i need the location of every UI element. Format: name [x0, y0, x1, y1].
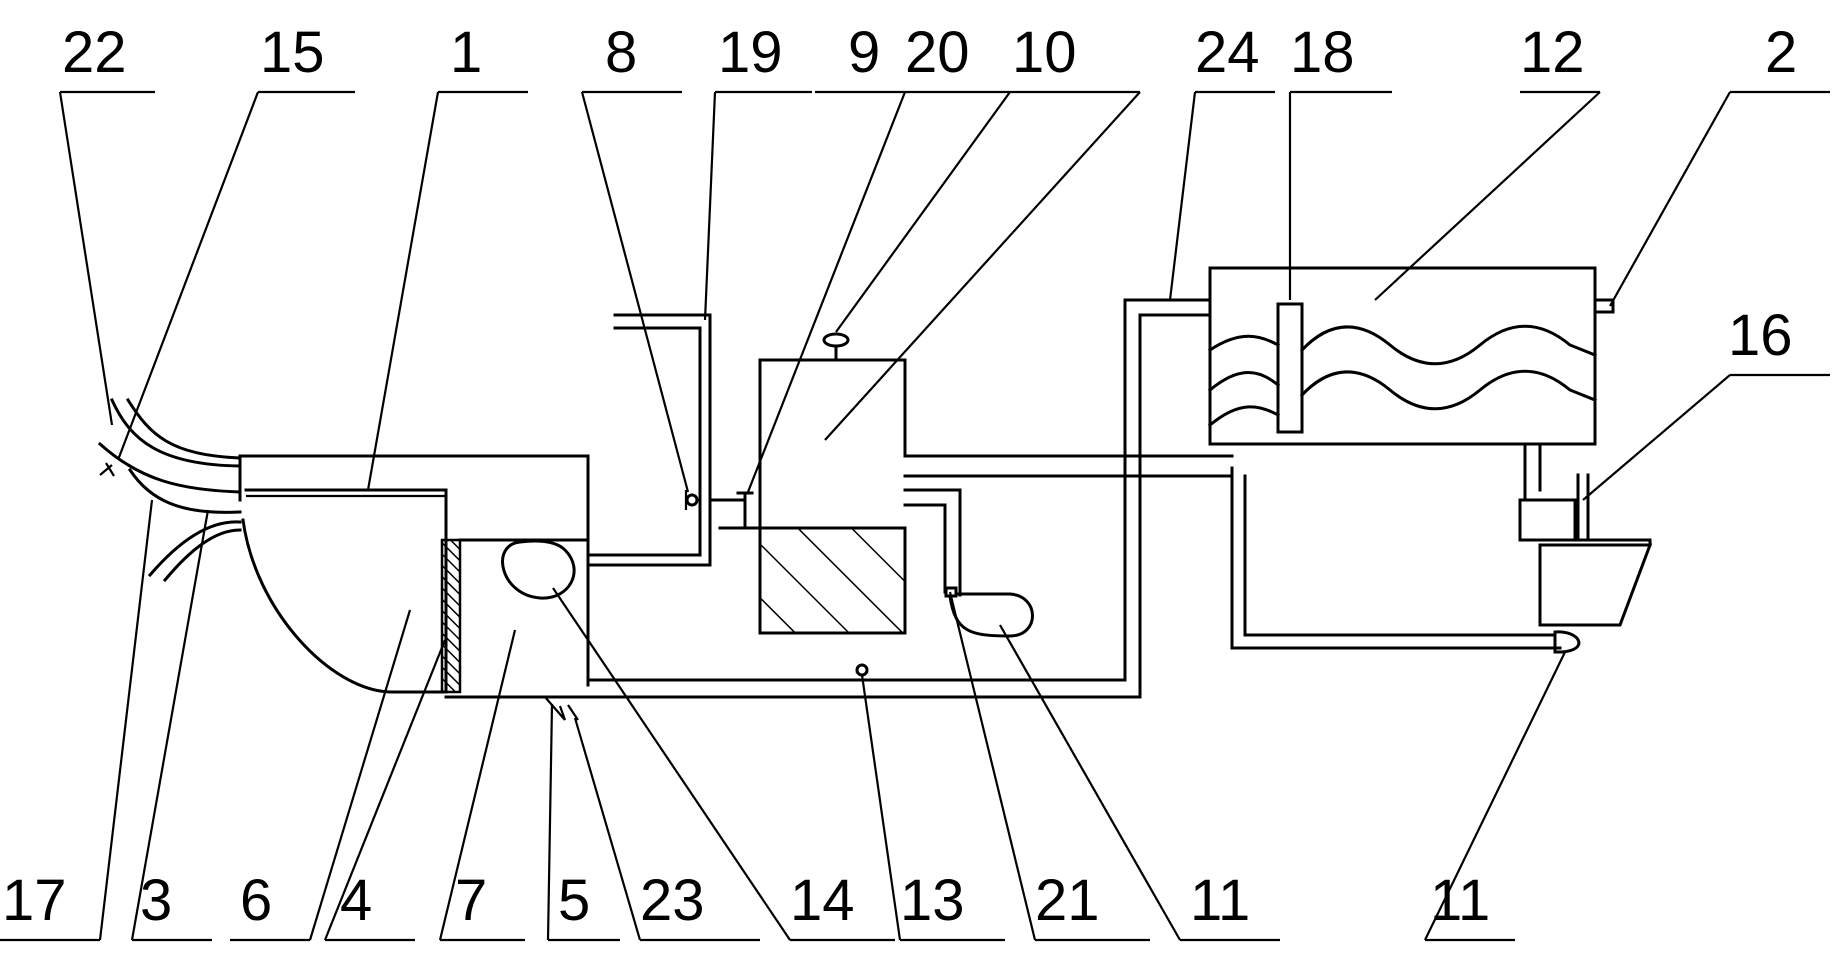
- label-10: 10: [1012, 20, 1077, 85]
- label-7: 7: [455, 868, 487, 933]
- label-11b: 11: [1430, 868, 1490, 933]
- label-23: 23: [640, 868, 705, 933]
- label-24: 24: [1195, 20, 1260, 85]
- bottom-labels: 17 3 6 4 7 5 23 14 13 21 11 11: [2, 868, 1490, 933]
- label-18: 18: [1290, 20, 1355, 85]
- label-14: 14: [790, 868, 855, 933]
- label-5: 5: [558, 868, 590, 933]
- label-22: 22: [62, 20, 127, 85]
- main-housing: [238, 454, 590, 699]
- label-1: 1: [450, 20, 482, 85]
- pipe-network-left: [544, 298, 1212, 721]
- label-6: 6: [240, 868, 272, 933]
- top-labels: 22 15 1 8 19 9 20 10 24 18 12 2 16: [62, 20, 1797, 368]
- label-2: 2: [1765, 20, 1797, 85]
- label-16: 16: [1728, 303, 1793, 368]
- label-15: 15: [260, 20, 325, 85]
- tank-10: [758, 332, 1234, 635]
- label-3: 3: [140, 868, 172, 933]
- label-11a: 11: [1190, 868, 1250, 933]
- label-17: 17: [2, 868, 67, 933]
- top-leader-lines: [58, 90, 1830, 501]
- label-4: 4: [340, 868, 372, 933]
- label-20: 20: [905, 20, 970, 85]
- label-19: 19: [718, 20, 783, 85]
- toilet-unit: [1230, 466, 1653, 654]
- bottom-leader-lines: [0, 499, 1566, 942]
- label-12: 12: [1520, 20, 1585, 85]
- label-13: 13: [900, 868, 965, 933]
- label-9: 9: [848, 20, 880, 85]
- label-21: 21: [1035, 868, 1100, 933]
- label-8: 8: [605, 20, 637, 85]
- tank-12: [1207, 266, 1615, 502]
- intake-pipes: [97, 397, 242, 583]
